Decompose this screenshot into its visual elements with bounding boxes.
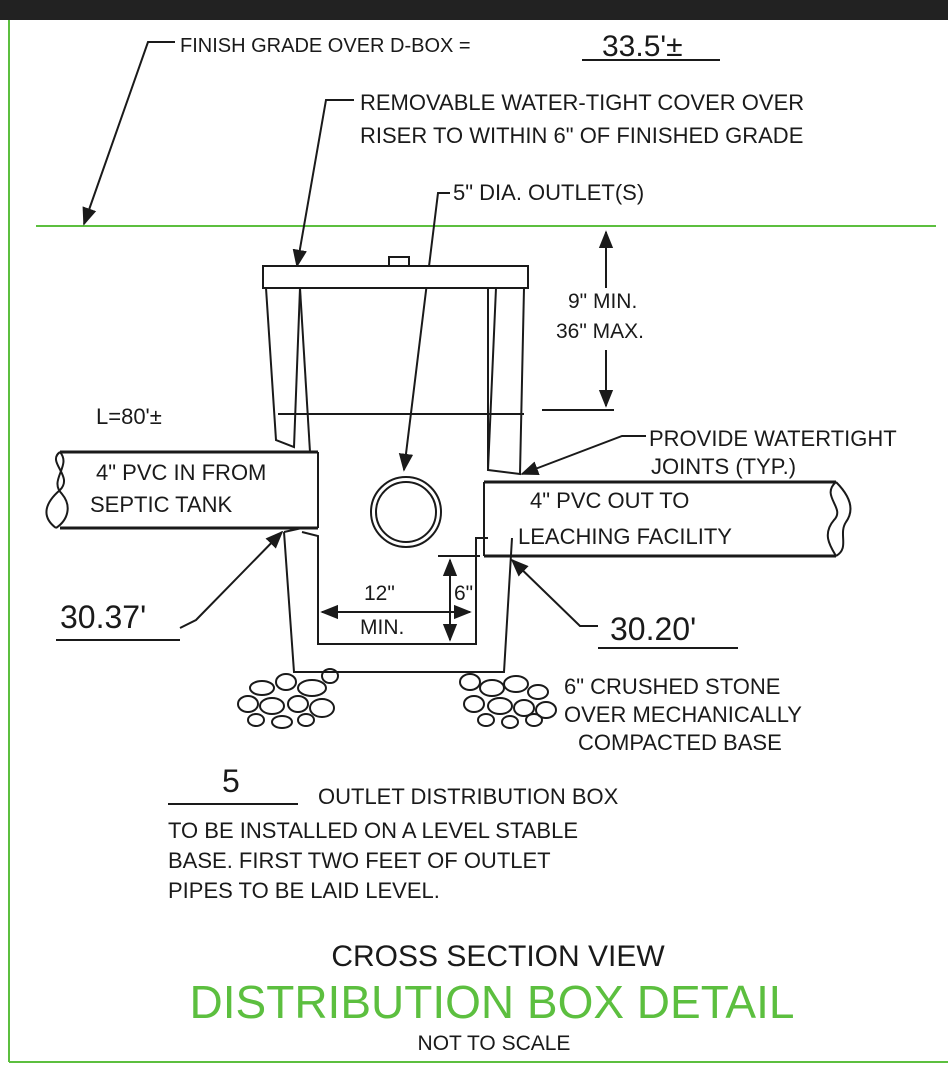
joints-note-line1: PROVIDE WATERTIGHT (649, 426, 897, 451)
joints-note-line2: JOINTS (TYP.) (651, 454, 796, 479)
joints-leader (520, 435, 646, 475)
top-bar (0, 0, 948, 20)
depth-dim-max: 36" MAX. (556, 320, 644, 343)
scale-note: NOT TO SCALE (418, 1032, 571, 1055)
depth-dim-min: 9" MIN. (568, 290, 637, 313)
cover-leader (292, 99, 354, 268)
pipe-out-line1: 4" PVC OUT TO (530, 488, 689, 513)
pipe-in-line1: 4" PVC IN FROM (96, 460, 266, 485)
stone-note-line1: 6" CRUSHED STONE (564, 674, 780, 699)
stone-note-line3: COMPACTED BASE (578, 730, 782, 755)
finish-grade-value: 33.5'± (602, 30, 683, 63)
cover-note-line2: RISER TO WITHIN 6" OF FINISHED GRADE (360, 123, 803, 148)
stone-note-line2: OVER MECHANICALLY (564, 702, 802, 727)
outlet-count: 5 (222, 763, 240, 799)
cover-note-line1: REMOVABLE WATER-TIGHT COVER OVER (360, 90, 804, 115)
pipe-in-line2: SEPTIC TANK (90, 492, 233, 517)
finish-grade-leader (82, 41, 175, 226)
finish-grade-label: FINISH GRADE OVER D-BOX = (180, 35, 471, 57)
invert-out-value: 30.20' (610, 611, 696, 647)
invert-out-leader (510, 558, 598, 627)
distribution-box (262, 256, 529, 673)
width-dim-value: 12" (364, 582, 395, 605)
width-dim-min: MIN. (360, 616, 404, 639)
crushed-stone-right (459, 673, 557, 729)
sump-dim-value: 6" (454, 582, 473, 605)
install-note-line1: OUTLET DISTRIBUTION BOX (318, 784, 619, 809)
invert-in-value: 30.37' (60, 599, 146, 635)
outlet-opening (370, 476, 442, 548)
invert-in-leader (179, 530, 284, 629)
outlet-note: 5" DIA. OUTLET(S) (453, 180, 644, 205)
crushed-stone-left (237, 668, 339, 729)
install-note-line2: TO BE INSTALLED ON A LEVEL STABLE (168, 818, 578, 843)
pipe-out-line2: LEACHING FACILITY (518, 524, 732, 549)
view-title: CROSS SECTION VIEW (331, 940, 665, 973)
inlet-pipe (45, 450, 319, 530)
install-note-line3: BASE. FIRST TWO FEET OF OUTLET (168, 848, 551, 873)
main-title: DISTRIBUTION BOX DETAIL (190, 976, 795, 1028)
outlet-pipe (483, 480, 852, 558)
install-note-line4: PIPES TO BE LAID LEVEL. (168, 878, 440, 903)
length-label: L=80'± (96, 404, 162, 429)
outlet-leader (398, 192, 450, 472)
